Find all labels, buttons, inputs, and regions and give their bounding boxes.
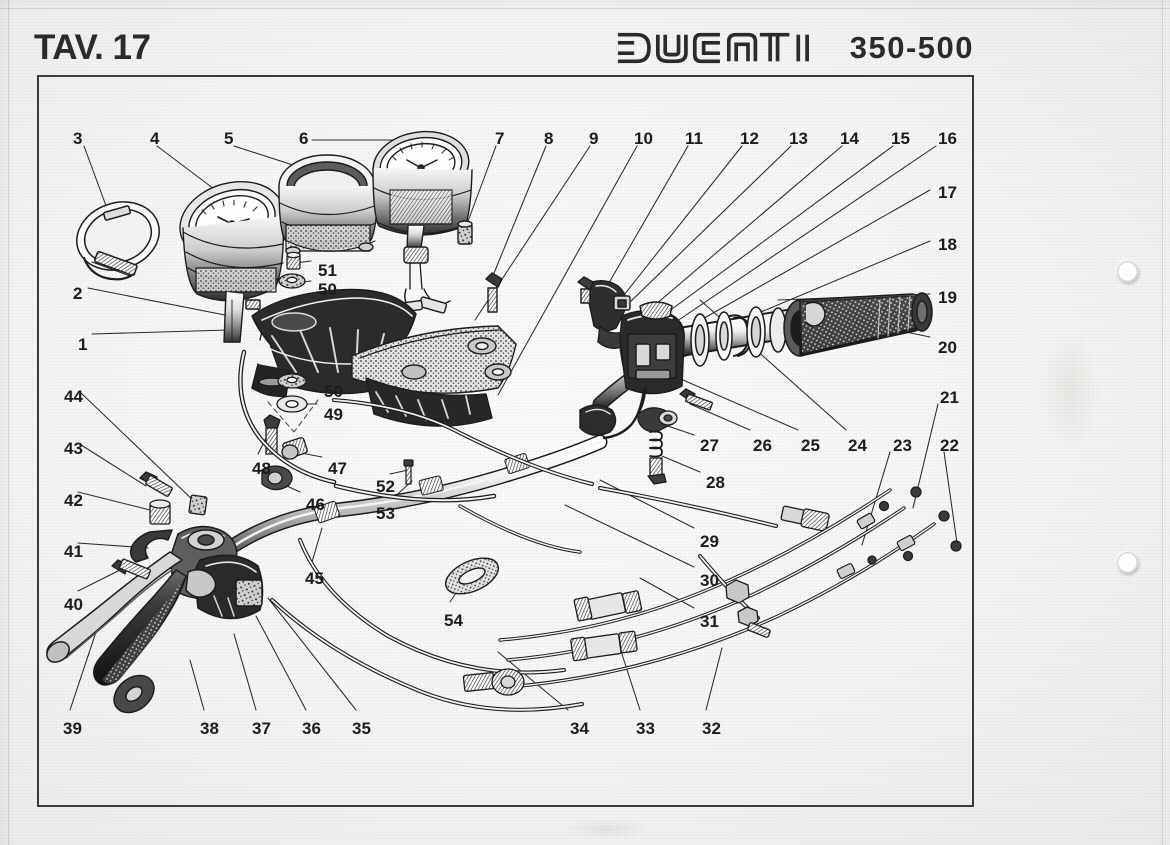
- callout-number: 15: [891, 129, 910, 148]
- callout-number: 33: [636, 719, 655, 738]
- callout-number: 32: [702, 719, 721, 738]
- binder-punch-hole: [1117, 261, 1138, 282]
- binder-punch-hole: [1117, 552, 1138, 573]
- callout-number: 46: [306, 495, 325, 514]
- callout-number: 51: [318, 261, 337, 280]
- callout-number: 25: [801, 436, 820, 455]
- callout-number: 8: [544, 129, 554, 148]
- brand-header: 350-500: [612, 30, 974, 66]
- callout-number: 31: [700, 612, 719, 631]
- callout-number: 53: [376, 504, 395, 523]
- scan-edge-right: [1162, 0, 1163, 845]
- ducati-logo: [617, 32, 809, 64]
- callout-number: 26: [753, 436, 772, 455]
- scan-edge-left: [8, 0, 9, 845]
- callout-number: 42: [64, 491, 83, 510]
- callout-number: 44: [64, 387, 83, 406]
- callout-number: 37: [252, 719, 271, 738]
- scan-edge-top: [0, 8, 1170, 9]
- callout-number: 16: [938, 129, 957, 148]
- callout-number: 49: [324, 405, 343, 424]
- callout-number: 39: [63, 719, 82, 738]
- callout-number: 28: [706, 473, 725, 492]
- callout-number: 22: [940, 436, 959, 455]
- diagram-frame: [37, 75, 974, 807]
- callout-number: 21: [940, 388, 959, 407]
- callout-number: 2: [73, 284, 83, 303]
- callout-number: 47: [328, 459, 347, 478]
- callout-number: 50: [318, 280, 337, 299]
- callout-number: 36: [302, 719, 321, 738]
- callout-number: 1: [78, 335, 88, 354]
- callout-number: 3: [73, 129, 83, 148]
- callout-number: 14: [840, 129, 859, 148]
- callout-number: 54: [444, 611, 463, 630]
- callout-number: 7: [495, 129, 505, 148]
- callout-number: 48: [252, 459, 271, 478]
- callout-number: 34: [570, 719, 589, 738]
- callout-number: 17: [938, 183, 957, 202]
- callout-number: 38: [200, 719, 219, 738]
- callout-number: 11: [685, 129, 703, 148]
- callout-number: 5: [224, 129, 234, 148]
- callout-number: 18: [938, 235, 957, 254]
- callout-number: 40: [64, 595, 83, 614]
- callout-number: 10: [634, 129, 653, 148]
- callout-number: 35: [352, 719, 371, 738]
- callout-number: 43: [64, 439, 83, 458]
- callout-number: 29: [700, 532, 719, 551]
- model-designation: 350-500: [849, 30, 974, 65]
- callout-number: 52: [376, 477, 395, 496]
- callout-number: 45: [305, 569, 324, 588]
- callout-number: 9: [589, 129, 599, 148]
- callout-number: 20: [938, 338, 957, 357]
- callout-number: 23: [893, 436, 912, 455]
- callout-number: 30: [700, 571, 719, 590]
- callout-number: 27: [700, 436, 719, 455]
- callout-number: 50: [324, 382, 343, 401]
- callout-number: 24: [848, 436, 867, 455]
- callout-number: 6: [299, 129, 309, 148]
- page-title: TAV. 17: [34, 28, 151, 67]
- callout-number: 19: [938, 288, 957, 307]
- callout-number: 4: [150, 129, 160, 148]
- paper-smudge: [1040, 330, 1100, 450]
- callout-number: 41: [64, 542, 83, 561]
- callout-number: 13: [789, 129, 808, 148]
- callout-number: 12: [740, 129, 759, 148]
- paper-smudge-bottom: [560, 818, 650, 840]
